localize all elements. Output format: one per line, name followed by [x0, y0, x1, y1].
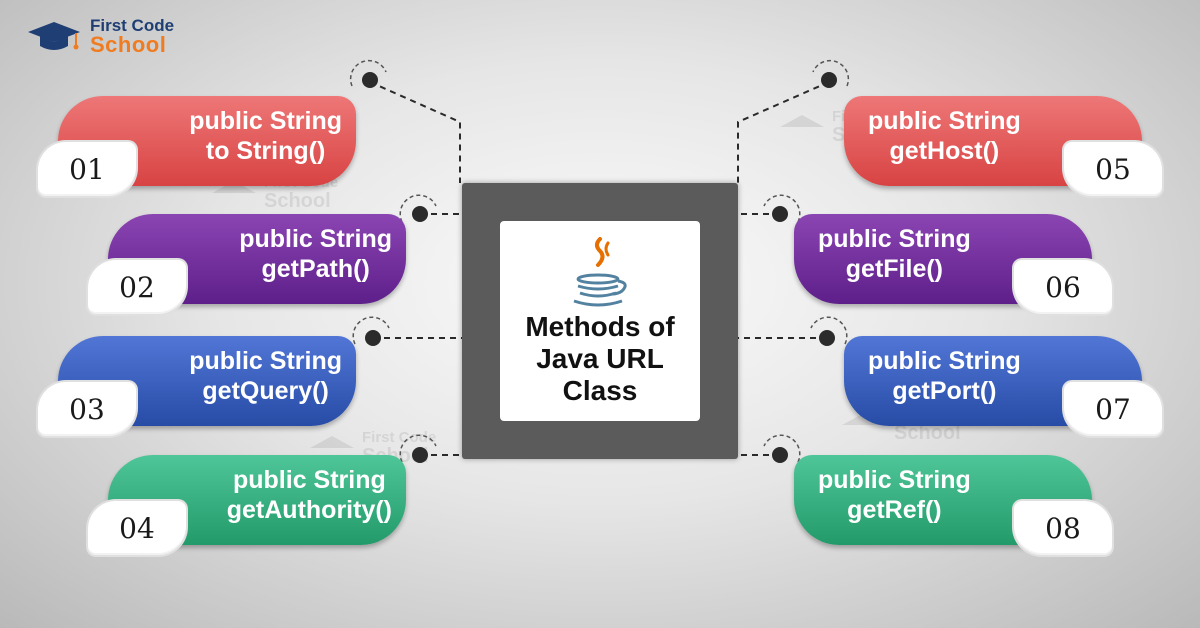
- method-text: public String getAuthority(): [227, 465, 392, 525]
- method-card-03[interactable]: public String getQuery() 03: [36, 336, 356, 438]
- method-signature: getPath(): [261, 255, 370, 283]
- center-frame: Methods of Java URL Class: [462, 183, 738, 459]
- method-text: public String getRef(): [818, 465, 971, 525]
- method-number-badge: 02: [86, 258, 188, 316]
- method-card-05[interactable]: public String getHost() 05: [844, 96, 1164, 198]
- connector-dot-03: [365, 330, 381, 346]
- connector-dot-02: [412, 206, 428, 222]
- method-text: public String getPort(): [868, 346, 1021, 406]
- connector-dot-04: [412, 447, 428, 463]
- method-number-badge: 01: [36, 140, 138, 198]
- method-card-07[interactable]: public String getPort() 07: [844, 336, 1164, 438]
- center-title: Methods of Java URL Class: [525, 311, 675, 406]
- connector-01: [369, 81, 461, 183]
- method-return-type: public String: [868, 347, 1021, 375]
- method-number-badge: 05: [1062, 140, 1164, 198]
- method-signature: getRef(): [847, 496, 942, 524]
- graduation-cap-icon: [28, 22, 80, 50]
- method-signature: getFile(): [845, 255, 943, 283]
- method-return-type: public String: [189, 347, 342, 375]
- method-number-badge: 07: [1062, 380, 1164, 438]
- connector-dot-07: [819, 330, 835, 346]
- method-text: public String to String(): [189, 106, 342, 166]
- method-signature: getQuery(): [202, 377, 329, 405]
- method-number-badge: 06: [1012, 258, 1114, 316]
- method-signature: getPort(): [892, 377, 997, 405]
- method-number-badge: 03: [36, 380, 138, 438]
- center-card: Methods of Java URL Class: [500, 221, 700, 421]
- connector-dot-01: [362, 72, 378, 88]
- method-card-02[interactable]: public String getPath() 02: [86, 214, 406, 316]
- method-number-badge: 08: [1012, 499, 1114, 557]
- connector-dot-06: [772, 206, 788, 222]
- method-return-type: public String: [818, 466, 971, 494]
- method-return-type: public String: [868, 107, 1021, 135]
- method-number-badge: 04: [86, 499, 188, 557]
- method-signature: getAuthority(): [226, 496, 392, 524]
- connector-dot-08: [772, 447, 788, 463]
- java-coffee-cup-icon: [573, 237, 627, 307]
- connector-dot-05: [821, 72, 837, 88]
- brand-logo[interactable]: First Code School: [24, 14, 204, 58]
- brand-name-line1: First Code: [90, 16, 175, 35]
- method-return-type: public String: [239, 225, 392, 253]
- method-return-type: public String: [189, 107, 342, 135]
- connector-05: [737, 81, 830, 183]
- method-card-01[interactable]: public String to String() 01: [36, 96, 356, 198]
- method-return-type: public String: [818, 225, 971, 253]
- method-return-type: public String: [232, 466, 386, 494]
- method-card-06[interactable]: public String getFile() 06: [794, 214, 1114, 316]
- method-card-04[interactable]: public String getAuthority() 04: [86, 455, 406, 557]
- method-text: public String getHost(): [868, 106, 1021, 166]
- method-text: public String getFile(): [818, 224, 971, 284]
- method-text: public String getPath(): [239, 224, 392, 284]
- method-signature: getHost(): [889, 137, 1000, 165]
- method-signature: to String(): [205, 137, 326, 165]
- brand-name-line2: School: [90, 32, 167, 57]
- method-text: public String getQuery(): [189, 346, 342, 406]
- method-card-08[interactable]: public String getRef() 08: [794, 455, 1114, 557]
